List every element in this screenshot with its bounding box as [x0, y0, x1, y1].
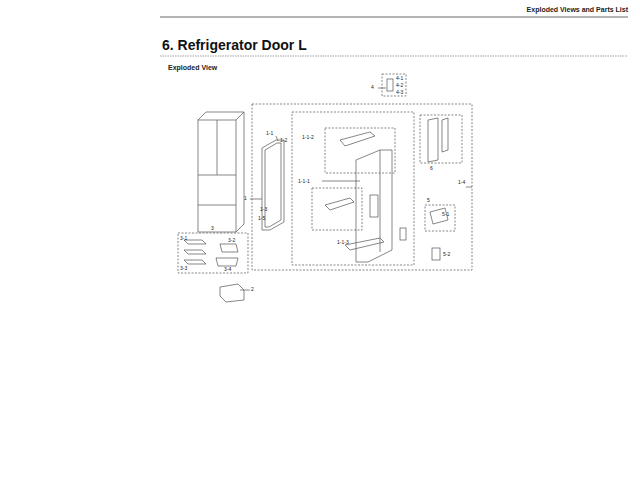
callout-number: 3-1 [180, 236, 187, 241]
callout-number: 3-4 [224, 267, 231, 272]
callout-number: 5 [427, 198, 430, 203]
callout-number: 1-1-1 [298, 179, 310, 184]
callout-number: 2 [251, 287, 254, 292]
heading-label: Exploded Views and Parts List [527, 6, 628, 13]
callout-number: 3 [211, 226, 214, 231]
page-title: 6. Refrigerator Door L [162, 37, 307, 53]
callout-number: 1-5 [258, 216, 265, 221]
callout-number: 1-1 [266, 131, 273, 136]
callout-number: 1-1-2 [302, 135, 314, 140]
callout-number: 4-1 [396, 76, 403, 81]
callout-number: 6 [430, 166, 433, 171]
callout-number: 4 [371, 85, 374, 90]
callout-number: 1 [244, 196, 247, 201]
heading-label: Exploded View [168, 64, 217, 71]
callout-number: 3-2 [228, 238, 235, 243]
callout-number: 1-4 [458, 180, 465, 185]
callout-number: 5-1 [442, 212, 449, 217]
callout-number: 5-2 [443, 252, 450, 257]
callout-number: 4-2 [396, 83, 403, 88]
callout-number: 1-1-3 [337, 240, 349, 245]
callout-number: 3-3 [180, 266, 187, 271]
callout-number: 1-2 [280, 138, 287, 143]
callout-number: 1-3 [260, 207, 267, 212]
callout-number: 4-3 [396, 90, 403, 95]
